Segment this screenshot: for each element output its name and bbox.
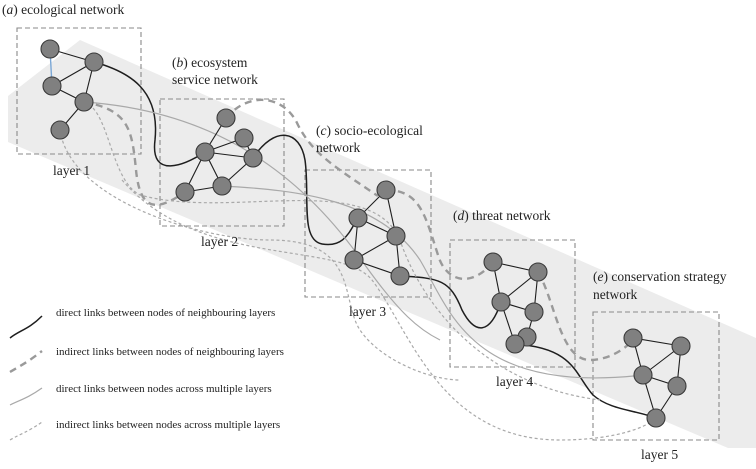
layer-label-5: layer 5 bbox=[641, 447, 678, 462]
network-node bbox=[50, 120, 70, 140]
direct-link-2-3 bbox=[252, 134, 359, 246]
network-node bbox=[234, 128, 254, 148]
layer-4-network bbox=[483, 252, 548, 354]
legend-swatch-indirect-adjacent bbox=[9, 350, 43, 374]
direct-multi-link-2 bbox=[221, 185, 644, 379]
panel-title-b-line2: service network bbox=[172, 72, 258, 87]
network-node bbox=[667, 376, 687, 396]
layer-3-network bbox=[344, 180, 410, 286]
layer-5-box bbox=[592, 311, 720, 441]
network-node bbox=[524, 302, 544, 322]
panel-title-c: (c) socio-ecological bbox=[316, 123, 423, 138]
legend-label-indirect-multi: indirect links between nodes across mult… bbox=[56, 419, 280, 431]
network-node bbox=[195, 142, 215, 162]
layer-2-box bbox=[159, 98, 285, 227]
indirect-multi-link-1 bbox=[83, 101, 601, 401]
network-node bbox=[212, 176, 232, 196]
network-node bbox=[491, 292, 511, 312]
layer-5-network bbox=[623, 328, 691, 428]
layer-1-network bbox=[40, 39, 104, 140]
network-node bbox=[483, 252, 503, 272]
network-node bbox=[633, 365, 653, 385]
indirect-link-2-3 bbox=[225, 98, 379, 197]
network-node bbox=[243, 148, 263, 168]
panel-title-e-line2: network bbox=[593, 287, 637, 302]
panel-title-d: (d) threat network bbox=[453, 208, 551, 223]
indirect-link-4-5 bbox=[536, 271, 635, 362]
network-node bbox=[216, 108, 236, 128]
panel-title-b: (b) ecosystem bbox=[172, 55, 248, 70]
layer-2-network bbox=[175, 108, 263, 202]
network-node bbox=[175, 182, 195, 202]
network-node bbox=[623, 328, 643, 348]
network-node bbox=[390, 266, 410, 286]
layer-label-2: layer 2 bbox=[201, 234, 238, 249]
network-node bbox=[348, 208, 368, 228]
network-node bbox=[646, 408, 666, 428]
legend-label-direct-adjacent: direct links between nodes of neighbouri… bbox=[56, 307, 275, 319]
network-node bbox=[376, 180, 396, 200]
layer-label-1: layer 1 bbox=[53, 163, 90, 178]
legend-swatch-direct-adjacent bbox=[9, 315, 43, 339]
direct-link-3-4 bbox=[399, 275, 502, 329]
indirect-multi-link-2 bbox=[59, 129, 461, 381]
network-node bbox=[84, 52, 104, 72]
legend: direct links between nodes of neighbouri… bbox=[9, 307, 284, 441]
indirect-link-1-2 bbox=[83, 100, 183, 207]
direct-link-1-2 bbox=[93, 61, 206, 167]
network-node bbox=[42, 76, 62, 96]
legend-swatch-indirect-multi bbox=[9, 421, 43, 441]
network-node bbox=[386, 226, 406, 246]
cross-layer-links bbox=[59, 61, 657, 441]
network-node bbox=[528, 262, 548, 282]
indirect-link-3-4 bbox=[385, 188, 494, 281]
layer-4-box bbox=[449, 239, 576, 368]
direct-multi-link-1 bbox=[83, 101, 441, 341]
layer-1-box bbox=[16, 27, 142, 155]
legend-label-indirect-adjacent: indirect links between nodes of neighbou… bbox=[56, 346, 284, 358]
network-node bbox=[40, 39, 60, 59]
legend-label-direct-multi: direct links between nodes across multip… bbox=[56, 383, 272, 395]
layer-label-4: layer 4 bbox=[496, 374, 533, 389]
layer-label-3: layer 3 bbox=[349, 304, 386, 319]
network-node bbox=[671, 336, 691, 356]
panel-title-a: (a) ecological network bbox=[2, 2, 124, 17]
network-node bbox=[505, 334, 525, 354]
network-node bbox=[344, 250, 364, 270]
legend-swatch-direct-multi bbox=[9, 387, 43, 406]
panel-title-c-line2: network bbox=[316, 140, 360, 155]
panel-title-e: (e) conservation strategy bbox=[593, 269, 727, 284]
direct-link-4-5 bbox=[514, 343, 657, 419]
layer-3-box bbox=[304, 169, 432, 298]
indirect-multi-link-3 bbox=[121, 179, 657, 441]
network-node bbox=[74, 92, 94, 112]
